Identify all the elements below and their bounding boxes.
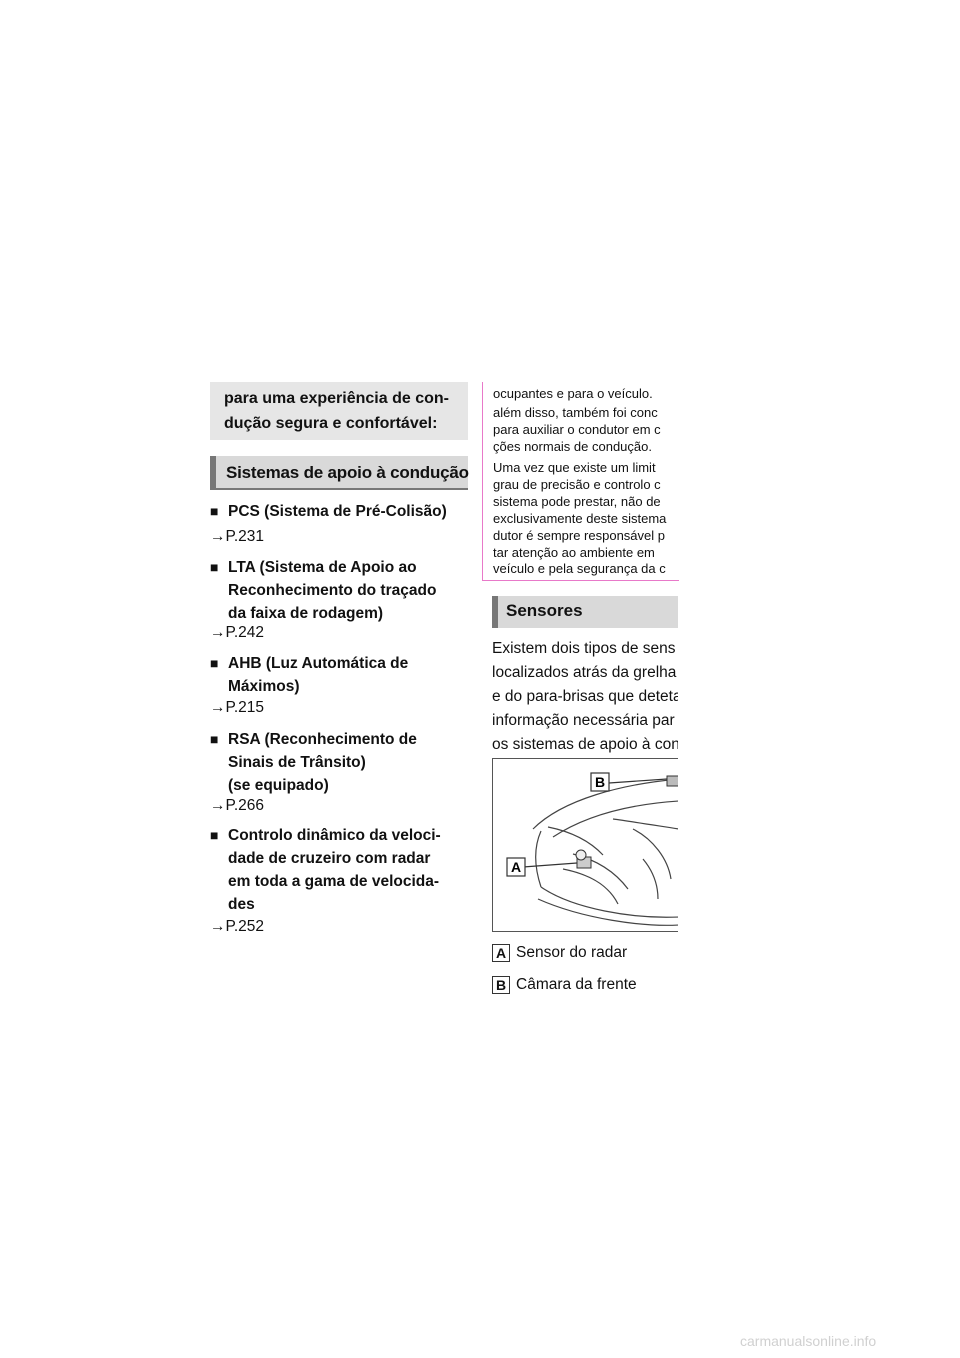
square-bullet-icon: ■ <box>210 503 219 519</box>
notice-line: grau de precisão e controlo c <box>493 477 661 492</box>
section-title-sensors: Sensores <box>492 596 678 628</box>
notice-line: tar atenção ao ambiente em <box>493 545 655 560</box>
body-text-line: e do para-brisas que deteta <box>492 688 678 705</box>
item-line: da faixa de rodagem) <box>228 605 384 622</box>
legend-item-radar: A Sensor do radar <box>492 944 627 964</box>
car-sensor-illustration: A B <box>492 758 678 932</box>
body-text-line: informação necessária par <box>492 712 675 729</box>
square-bullet-icon: ■ <box>210 731 219 747</box>
legend-text: Câmara da frente <box>516 976 637 993</box>
notice-line: sistema pode prestar, não de <box>493 494 661 509</box>
square-bullet-icon: ■ <box>210 655 219 671</box>
car-front-drawing: A B <box>506 772 678 926</box>
page-reference[interactable]: →P.215 <box>210 699 265 716</box>
list-item-rsa: ■ RSA (Reconhecimento de Sinais de Trâns… <box>210 728 468 797</box>
notice-line: exclusivamente deste sistema <box>493 511 667 526</box>
item-line: des <box>228 896 255 913</box>
list-item-lta: ■ LTA (Sistema de Apoio ao Reconheciment… <box>210 556 468 625</box>
legend-key: B <box>492 976 510 994</box>
item-line: (se equipado) <box>228 777 329 794</box>
square-bullet-icon: ■ <box>210 827 219 843</box>
item-line: em toda a gama de velocida- <box>228 873 440 890</box>
watermark-text: carmanualsonline.info <box>740 1333 877 1349</box>
notice-line: além disso, também foi conc <box>493 405 658 420</box>
section-title-text: Sensores <box>506 601 583 620</box>
item-line: PCS (Sistema de Pré-Colisão) <box>228 503 447 520</box>
notice-line: Uma vez que existe um limit <box>493 460 656 475</box>
page-reference[interactable]: →P.252 <box>210 918 265 935</box>
notice-line: para auxiliar o condutor em c <box>493 422 661 437</box>
section-title-text: Sistemas de apoio à condução <box>226 463 469 482</box>
legend-key: A <box>492 944 510 962</box>
body-text-line: localizados atrás da grelha <box>492 664 677 681</box>
arrow-right-icon: → <box>210 797 226 814</box>
notice-line: ocupantes e para o veículo. <box>493 386 653 401</box>
front-camera-shape <box>666 775 678 787</box>
label-a-box <box>506 857 526 877</box>
item-line: LTA (Sistema de Apoio ao <box>228 559 417 576</box>
label-b-box <box>590 772 610 792</box>
notice-line: dutor é sempre responsável p <box>493 528 665 543</box>
item-line: Controlo dinâmico da veloci- <box>228 827 441 844</box>
list-item-dynamic-cruise: ■ Controlo dinâmico da veloci- dade de c… <box>210 824 468 916</box>
arrow-right-icon: → <box>210 699 226 716</box>
notice-box: ocupantes e para o veículo. além disso, … <box>482 382 679 581</box>
item-line: Máximos) <box>228 678 300 695</box>
legend-item-camera: B Câmara da frente <box>492 976 637 996</box>
label-a: A <box>511 859 521 875</box>
notice-line: veículo e pela segurança da c <box>493 561 666 576</box>
intro-line-1: para uma experiência de con- <box>224 390 449 407</box>
item-line: RSA (Reconhecimento de <box>228 731 417 748</box>
page-reference[interactable]: →P.231 <box>210 528 265 545</box>
body-text-line: os sistemas de apoio à con <box>492 736 678 753</box>
arrow-right-icon: → <box>210 918 226 935</box>
square-bullet-icon: ■ <box>210 559 219 575</box>
intro-box: para uma experiência de con- dução segur… <box>210 382 468 440</box>
section-title-driving-support: Sistemas de apoio à condução <box>210 456 469 490</box>
arrow-right-icon: → <box>210 528 226 545</box>
list-item-ahb: ■ AHB (Luz Automática de Máximos) <box>210 652 468 698</box>
item-line: dade de cruzeiro com radar <box>228 850 431 867</box>
page-reference[interactable]: →P.266 <box>210 797 265 814</box>
item-line: AHB (Luz Automática de <box>228 655 409 672</box>
body-text-line: Existem dois tipos de sens <box>492 640 676 657</box>
intro-line-2: dução segura e confortável: <box>224 415 438 432</box>
legend-text: Sensor do radar <box>516 944 628 961</box>
page-reference[interactable]: →P.242 <box>210 624 265 641</box>
item-line: Sinais de Trânsito) <box>228 754 366 771</box>
list-item-pcs: ■ PCS (Sistema de Pré-Colisão) <box>210 500 468 523</box>
notice-line: ções normais de condução. <box>493 439 652 454</box>
label-b: B <box>595 774 605 790</box>
arrow-right-icon: → <box>210 624 226 641</box>
item-line: Reconhecimento do traçado <box>228 582 437 599</box>
